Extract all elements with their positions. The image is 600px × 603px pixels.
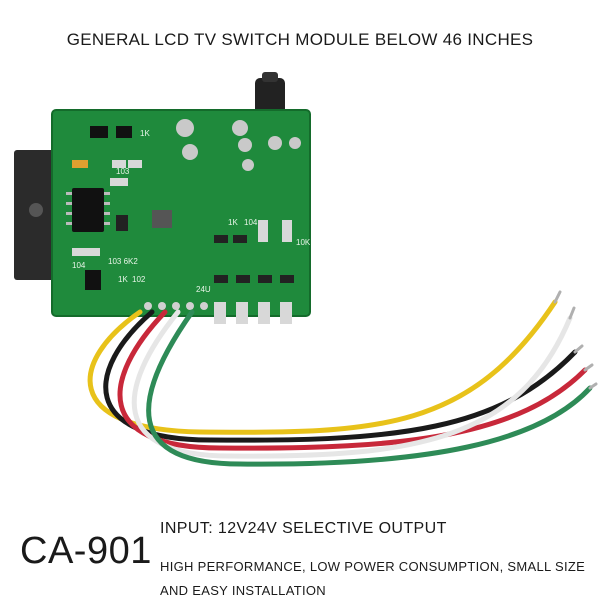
- transistor: [90, 126, 108, 138]
- yellow-wire: [87, 299, 558, 435]
- wire-header-pins: [144, 302, 208, 310]
- pcb-marking: 1K: [118, 275, 128, 284]
- model-number: CA-901: [20, 530, 152, 572]
- pcb-pad: [182, 144, 198, 160]
- white-wire: [131, 309, 573, 459]
- transistor: [85, 270, 101, 290]
- pcb-pad: [289, 137, 301, 149]
- product-photo: 1K 103 1K 104 10K 103 6K2 104 24U 1K 102: [14, 72, 598, 467]
- pcb-pad: [238, 138, 252, 152]
- pcb-marking: 1K: [228, 218, 238, 227]
- pcb-pad: [232, 120, 248, 136]
- pcb-pad: [176, 119, 194, 137]
- black-wire: [103, 309, 578, 443]
- red-wire: [117, 309, 588, 451]
- ic-chip: [72, 188, 104, 232]
- page-title: GENERAL LCD TV SWITCH MODULE BELOW 46 IN…: [66, 30, 534, 49]
- pcb-marking: 104: [72, 261, 86, 270]
- transistor: [116, 126, 132, 138]
- pcb-marking: 10K: [296, 238, 311, 247]
- black-connector-tip: [262, 72, 278, 82]
- wire-bundle: [87, 299, 593, 467]
- ic-pins: [66, 192, 110, 225]
- pcb-marking: 103 6K2: [108, 257, 138, 266]
- pcb-marking: 24U: [196, 285, 211, 294]
- pcb-pad: [268, 136, 282, 150]
- pcb-marking: 103: [116, 167, 130, 176]
- pcb-marking: 102: [132, 275, 146, 284]
- wire-tips: [553, 290, 598, 390]
- input-spec: INPUT: 12V24V SELECTIVE OUTPUT: [160, 520, 447, 537]
- pcb-pad: [242, 159, 254, 171]
- green-wire: [146, 309, 593, 467]
- pcb-marking: 104: [244, 218, 258, 227]
- pcb-marking: 1K: [140, 129, 150, 138]
- heatsink-screw-hole: [29, 203, 43, 217]
- feature-description: HIGH PERFORMANCE, LOW POWER CONSUMPTION,…: [160, 559, 586, 598]
- smd-components: [72, 160, 294, 324]
